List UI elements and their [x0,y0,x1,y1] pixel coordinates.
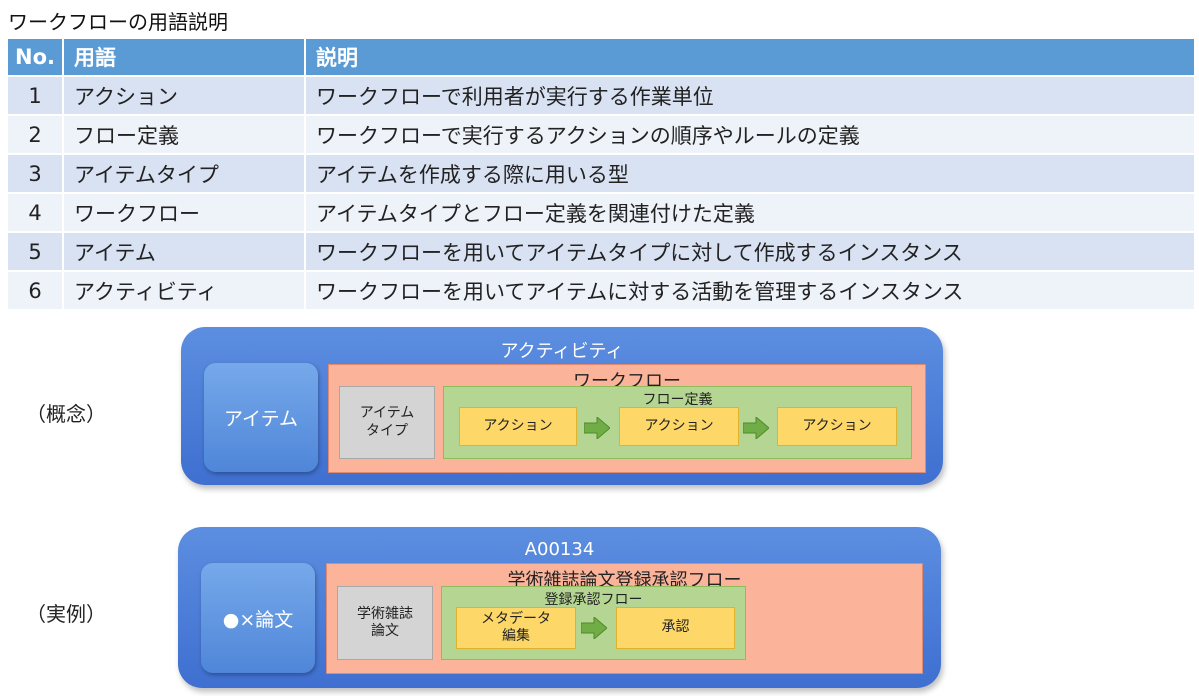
example-activity-title: A00134 [524,539,595,560]
row-term: アクション [63,75,306,115]
example-label: （実例） [26,602,106,626]
example-item-box: ●×論文 [201,563,315,673]
concept-activity-box: アクティビティ アイテム ワークフロー アイテム タイプ フロー定義 アクション… [181,327,943,485]
example-action-box-2: 承認 [616,607,735,649]
table-row: 2 フロー定義 ワークフローで実行するアクションの順序やルールの定義 [8,114,1196,154]
table-row: 1 アクション ワークフローで利用者が実行する作業単位 [8,75,1196,115]
concept-item-type-line2: タイプ [365,422,408,439]
row-term: アイテム [63,231,306,271]
concept-flow-def-title: フロー定義 [642,392,713,408]
table-row: 3 アイテムタイプ アイテムを作成する際に用いる型 [8,153,1196,193]
header-term: 用語 [63,39,306,76]
example-flow-def-title: 登録承認フロー [544,592,643,608]
example-flow-def-box: 登録承認フロー メタデータ 編集 承認 [441,586,746,660]
arrow-right-icon [584,417,610,439]
example-item-type-line1: 学術雑誌 [357,605,413,622]
page-title: ワークフローの用語説明 [8,10,228,34]
concept-action-box-2: アクション [619,407,739,446]
row-description: ワークフローで実行するアクションの順序やルールの定義 [305,114,1196,154]
row-no: 4 [8,192,64,232]
row-description: アイテムを作成する際に用いる型 [305,153,1196,193]
example-action1-line2: 編集 [502,628,530,644]
example-item-type-line2: 論文 [371,623,399,639]
concept-activity-title: アクティビティ [500,341,624,362]
table-row: 4 ワークフロー アイテムタイプとフロー定義を関連付けた定義 [8,192,1196,232]
row-description: ワークフローで利用者が実行する作業単位 [305,75,1196,115]
row-term: フロー定義 [63,114,306,154]
row-description: アイテムタイプとフロー定義を関連付けた定義 [305,192,1196,232]
row-no: 2 [8,114,64,154]
table-row: 6 アクティビティ ワークフローを用いてアイテムに対する活動を管理するインスタン… [8,270,1196,309]
concept-label: （概念） [26,402,106,426]
example-workflow-title: 学術雑誌論文登録承認フロー [507,570,742,591]
header-description: 説明 [305,39,1196,76]
example-action1-line1: メタデータ [481,610,551,627]
table-header-row: No. 用語 説明 [8,39,1196,76]
concept-item-box: アイテム [204,363,318,472]
concept-item-type-box: アイテム タイプ [339,386,435,459]
row-description: ワークフローを用いてアイテムタイプに対して作成するインスタンス [305,231,1196,271]
concept-action-box-3: アクション [777,407,897,446]
header-no: No. [8,39,64,76]
concept-flow-def-box: フロー定義 アクション アクション アクション [443,386,912,459]
row-description: ワークフローを用いてアイテムに対する活動を管理するインスタンス [305,270,1196,309]
row-term: アクティビティ [63,270,306,309]
arrow-right-icon [743,417,769,439]
concept-item-type-line1: アイテム [359,405,415,421]
concept-workflow-box: ワークフロー アイテム タイプ フロー定義 アクション アクション アクション [328,364,926,473]
row-no: 6 [8,270,64,309]
row-no: 1 [8,75,64,115]
concept-action-box-1: アクション [459,407,577,446]
example-workflow-box: 学術雑誌論文登録承認フロー 学術雑誌 論文 登録承認フロー メタデータ 編集 承… [326,563,923,674]
row-no: 3 [8,153,64,193]
table-row: 5 アイテム ワークフローを用いてアイテムタイプに対して作成するインスタンス [8,231,1196,271]
example-action-box-1: メタデータ 編集 [456,607,576,649]
row-term: ワークフロー [63,192,306,232]
example-activity-box: A00134 ●×論文 学術雑誌論文登録承認フロー 学術雑誌 論文 登録承認フロ… [178,527,941,688]
terms-table: No. 用語 説明 1 アクション ワークフローで利用者が実行する作業単位 2 … [8,39,1196,309]
row-no: 5 [8,231,64,271]
example-item-type-box: 学術雑誌 論文 [337,586,433,660]
row-term: アイテムタイプ [63,153,306,193]
arrow-right-icon [581,617,607,639]
